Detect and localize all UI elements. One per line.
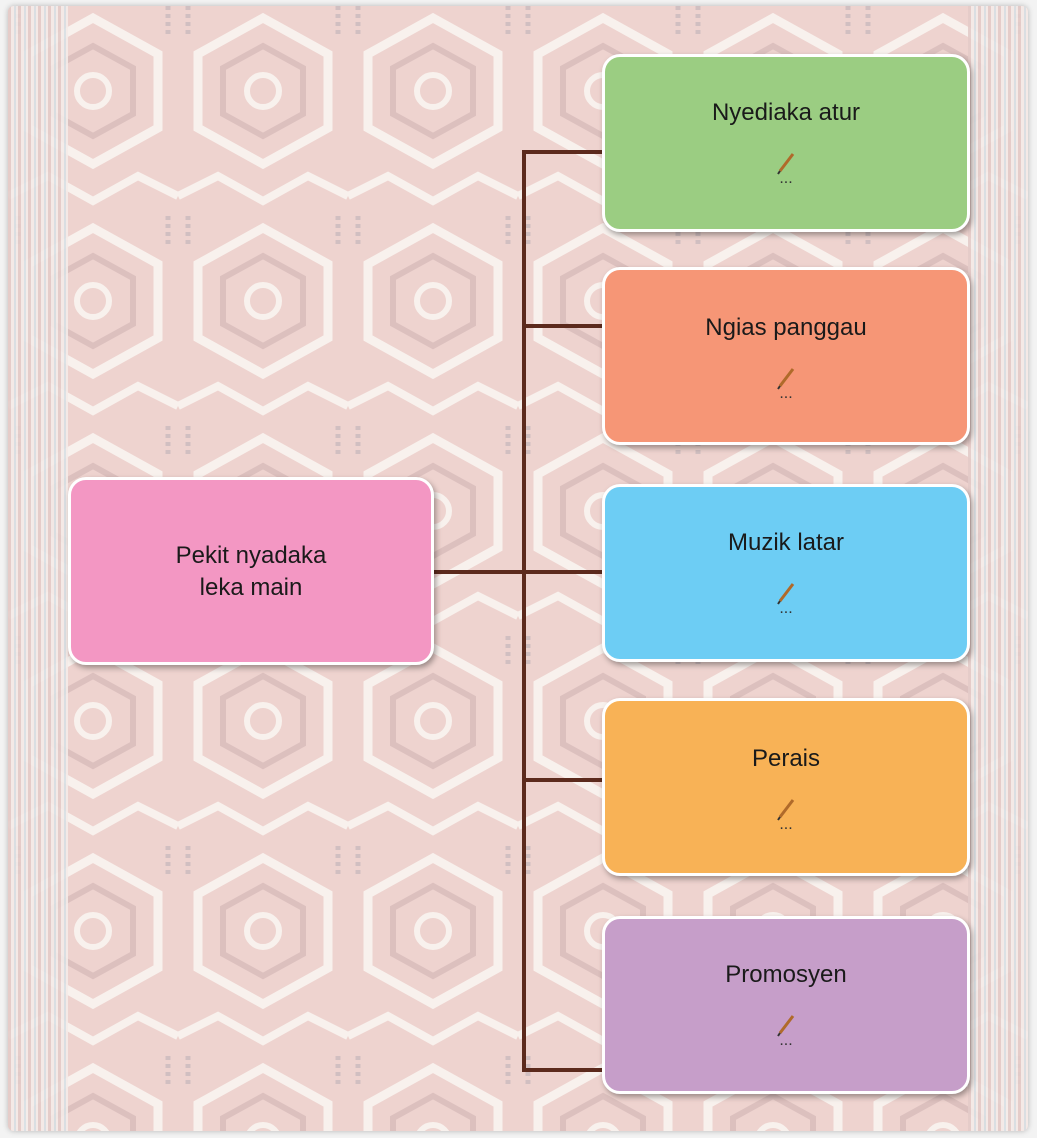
- note-ellipsis: ...: [779, 816, 793, 833]
- pen-icon: [775, 1013, 797, 1039]
- pen-icon: [775, 151, 797, 177]
- topic-label: Promosyen: [725, 961, 847, 988]
- note-ellipsis: ...: [779, 385, 793, 402]
- pen-icon: [775, 581, 797, 607]
- note-ellipsis: ...: [779, 600, 793, 617]
- note-ellipsis: ...: [779, 170, 793, 187]
- topic-node-muzik-latar[interactable]: Muzik latar ...: [602, 484, 970, 662]
- note-indicator[interactable]: ...: [605, 797, 967, 833]
- topic-label: Muzik latar: [727, 529, 845, 556]
- root-topic-line-1: Pekit nyadaka: [175, 542, 327, 569]
- note-indicator[interactable]: ...: [605, 581, 967, 617]
- topic-node-nyediaka-atur[interactable]: Nyediaka atur ...: [602, 54, 970, 232]
- note-indicator[interactable]: ...: [605, 366, 967, 402]
- note-ellipsis: ...: [779, 1032, 793, 1049]
- topic-node-perais[interactable]: Perais ...: [602, 698, 970, 876]
- topic-label: Ngias panggau: [705, 314, 867, 341]
- topic-node-promosyen[interactable]: Promosyen ...: [602, 916, 970, 1094]
- pen-icon: [775, 797, 797, 823]
- root-topic-line-2: leka main: [199, 574, 303, 601]
- topic-label: Perais: [751, 745, 821, 772]
- topic-node-ngias-panggau[interactable]: Ngias panggau ...: [602, 267, 970, 445]
- root-topic-node[interactable]: Pekit nyadaka leka main: [68, 477, 434, 665]
- pen-icon: [775, 366, 797, 392]
- note-indicator[interactable]: ...: [605, 1013, 967, 1049]
- note-indicator[interactable]: ...: [605, 151, 967, 187]
- topic-label: Nyediaka atur: [711, 99, 861, 126]
